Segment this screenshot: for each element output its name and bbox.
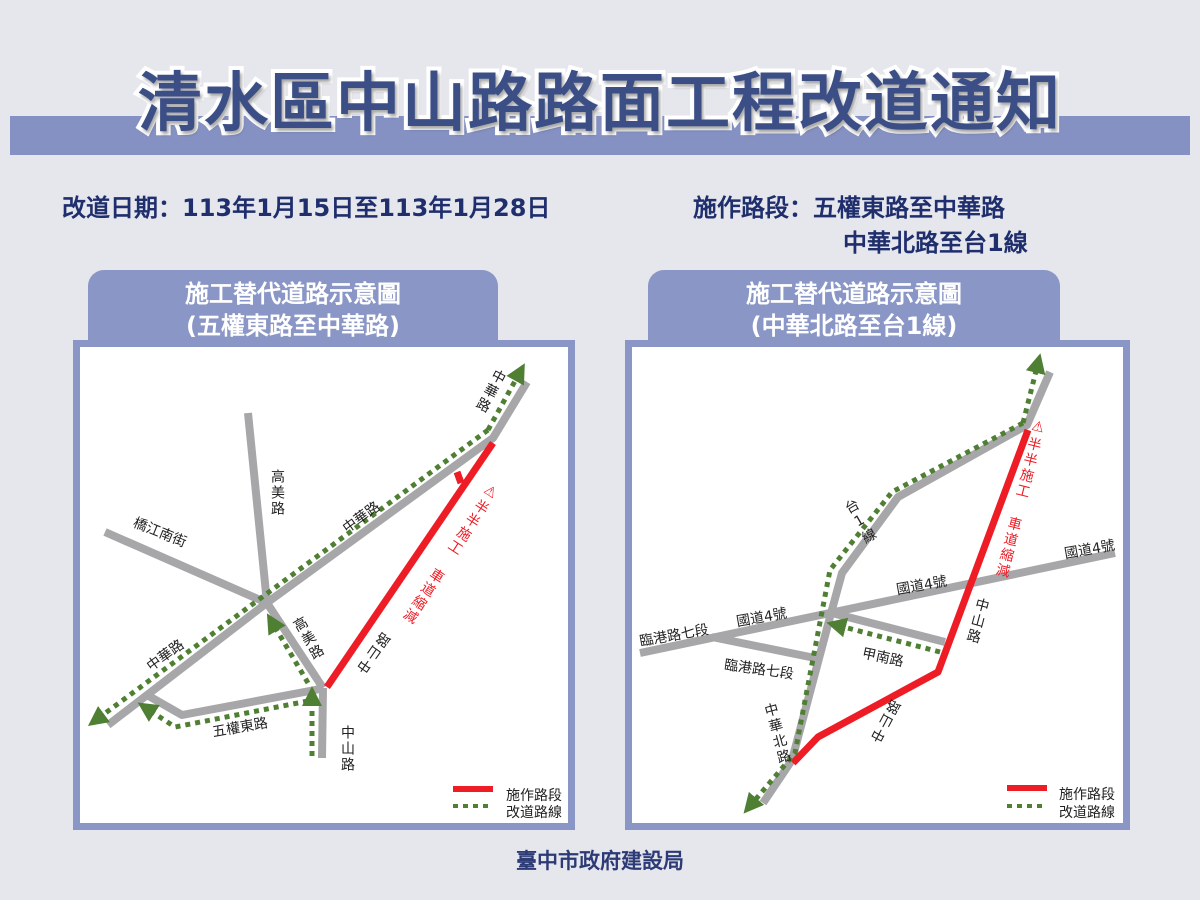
road-zhongshan-south [318, 687, 327, 759]
construction-section-1: 施作路段：五權東路至中華路 [693, 194, 1005, 222]
road-lingang [711, 633, 816, 662]
map-2: 台1線 國道4號 國道4號 國道4號 臨港路七段 臨港路七段 甲南路 中山路 中… [625, 340, 1130, 830]
label-zhongshan-south: 中山路 [339, 725, 355, 773]
map-2-drawing [639, 353, 1116, 814]
title-band [10, 116, 1190, 155]
legend-construction: 施作路段 [506, 788, 562, 804]
map-1: 高美路 橋江南街 中華路 中華路 高美路 中山路 中華路 五權東路 中山路 ⚠半… [73, 340, 575, 830]
map-1-title: 施工替代道路示意圖 [185, 280, 401, 308]
detour-date: 改道日期：113年1月15日至113年1月28日 [62, 194, 551, 222]
map-2-title: 施工替代道路示意圖 [746, 280, 962, 308]
label-gaomei-north: 高美路 [269, 469, 285, 517]
road-qiaojiang [103, 528, 269, 607]
legend-detour: 改道路線 [1059, 805, 1115, 821]
detour-gaomei [266, 613, 311, 685]
detour-jianan [826, 617, 941, 655]
detour-zhonghua-north [485, 363, 525, 432]
legend-construction: 施作路段 [1059, 787, 1115, 803]
map-1-drawing [87, 363, 531, 808]
road-gaomei-north [244, 412, 271, 604]
road-zhonghua [105, 379, 531, 729]
footer-agency: 臺中市政府建設局 [516, 849, 684, 873]
detour-north [1020, 353, 1046, 424]
map-2-subtitle: (中華北路至台1線) [750, 312, 958, 340]
legend-detour: 改道路線 [506, 805, 562, 821]
page-title: 清水區中山路路面工程改道通知 [134, 63, 1064, 145]
construction-segment [790, 428, 1032, 766]
construction-section-2: 中華北路至台1線 [843, 229, 1028, 257]
map-1-tab: 施工替代道路示意圖 (五權東路至中華路) [88, 270, 498, 350]
construction-segment [324, 441, 496, 689]
detour-zhonghua [87, 427, 490, 726]
map-1-subtitle: (五權東路至中華路) [186, 312, 400, 340]
map-2-tab: 施工替代道路示意圖 (中華北路至台1線) [648, 270, 1060, 350]
road-jianan [831, 609, 946, 646]
